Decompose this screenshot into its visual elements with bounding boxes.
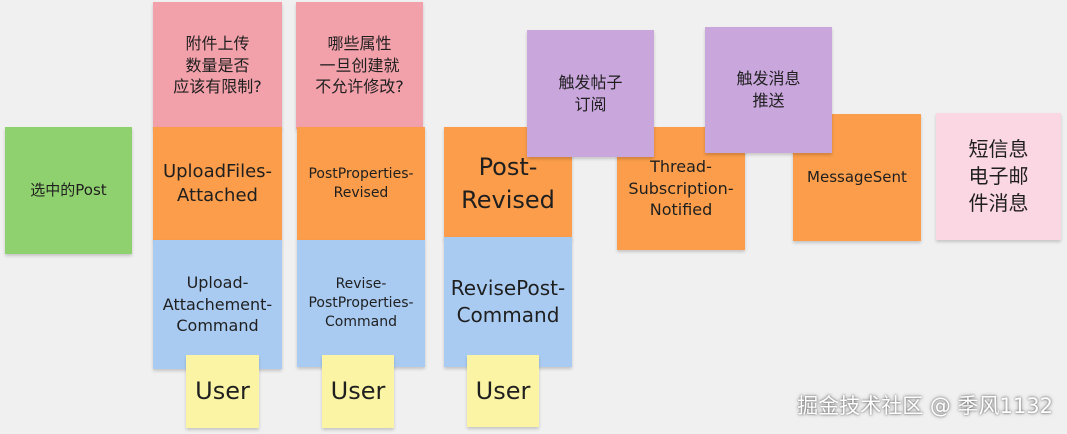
note-event-message-sent: MessageSent <box>793 114 921 241</box>
note-question-immutable-properties: 哪些属性 一旦创建就 不允许修改? <box>296 2 423 129</box>
note-command-revise-post: RevisePost- Command <box>444 237 572 367</box>
note-command-upload-attachment: Upload- Attachement- Command <box>153 240 282 369</box>
note-selected-post: 选中的Post <box>5 127 132 254</box>
note-command-revise-post-properties: Revise- PostProperties- Command <box>297 240 425 367</box>
note-policy-trigger-subscription: 触发帖子 订阅 <box>527 30 654 157</box>
note-actor-user-3: User <box>467 355 539 427</box>
note-policy-trigger-message-push: 触发消息 推送 <box>705 27 832 153</box>
watermark: 掘金技术社区 @ 季风1132 <box>797 394 1053 418</box>
note-actor-user-1: User <box>186 355 259 428</box>
note-actor-user-2: User <box>322 355 394 428</box>
note-event-upload-files-attached: UploadFiles- Attached <box>153 127 282 241</box>
note-external-sms-email: 短信息 电子邮 件消息 <box>936 113 1061 240</box>
note-event-post-properties-revised: PostProperties- Revised <box>297 127 425 240</box>
note-question-attachment-limit: 附件上传 数量是否 应该有限制? <box>153 2 282 129</box>
